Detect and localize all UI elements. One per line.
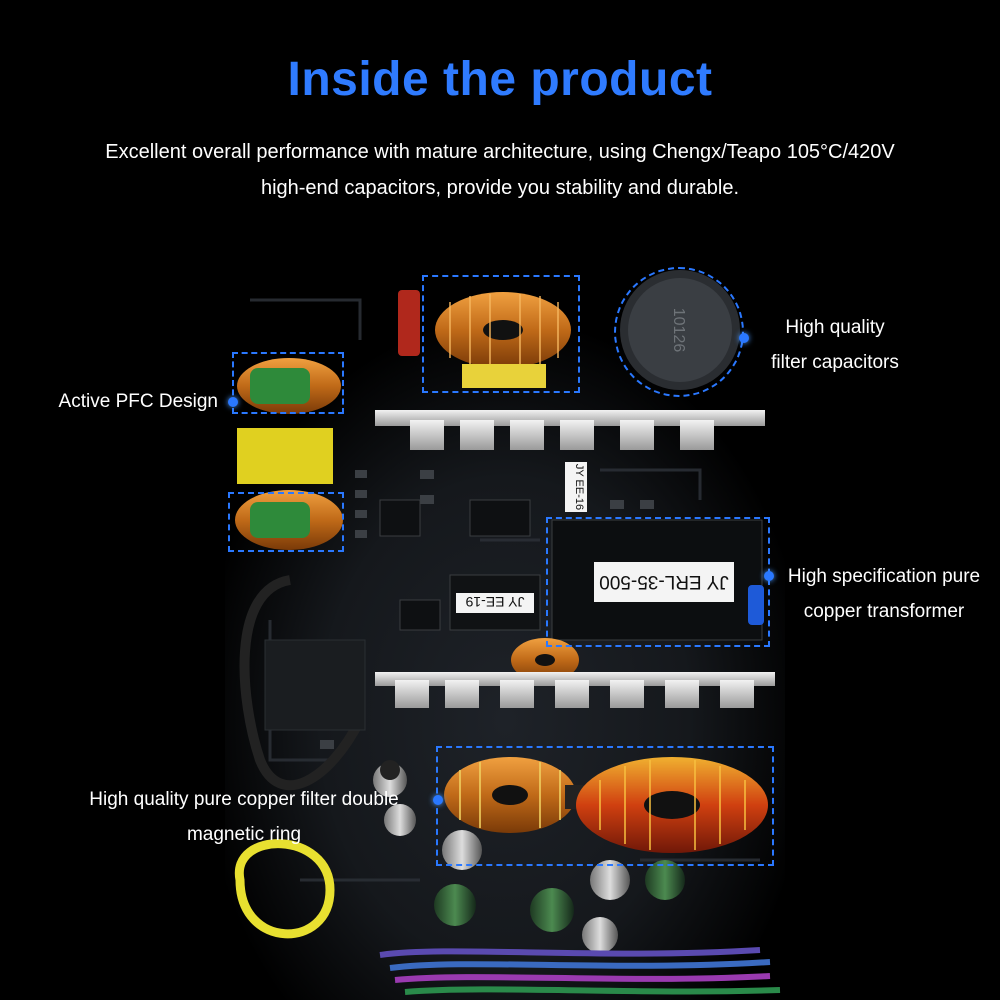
pfc-label: Active PFC Design [20,384,218,419]
small-transformer-marking: JY EE-19 [465,594,524,610]
pfc-inductor-2-highlight-box [228,492,344,552]
pfc-inductor-1-highlight-box [232,352,344,414]
transformer-label-line-1: High specification pure [787,566,981,587]
subtitle-line-2: high-end capacitors, provide you stabili… [260,177,740,199]
page-title: Inside the product [287,53,713,106]
magnetic-ring-label-line-1: High quality pure copper filter double [89,789,399,810]
transformer-label: High specification pure copper transform… [772,559,996,629]
filter-capacitors-label-line-1: High quality [785,317,885,338]
main-transformer-marking: JY ERL-35-500 [599,571,729,592]
filter-capacitors-label: High quality filter capacitors [760,310,910,380]
filter-capacitor-marker-dot [739,333,749,343]
magnetic-ring-marker-dot [433,795,443,805]
transformer-marker-dot [764,571,774,581]
pfc-label-line-1: Active PFC Design [58,391,218,412]
transformer-highlight-box [546,517,770,647]
side-transformer-marking: JY EE-16 [573,464,585,510]
transformer-label-line-2: copper transformer [803,601,965,622]
top-filter-highlight-box [422,275,580,393]
pfc-marker-dot [228,397,238,407]
magnetic-ring-label: High quality pure copper filter double m… [50,782,438,852]
filter-capacitor-highlight-circle [614,267,744,397]
filter-capacitors-label-line-2: filter capacitors [771,352,899,373]
page-subtitle: Excellent overall performance with matur… [40,134,960,206]
magnetic-ring-label-line-2: magnetic ring [186,824,302,845]
magnetic-ring-highlight-box [436,746,774,866]
subtitle-line-1: Excellent overall performance with matur… [105,141,895,163]
